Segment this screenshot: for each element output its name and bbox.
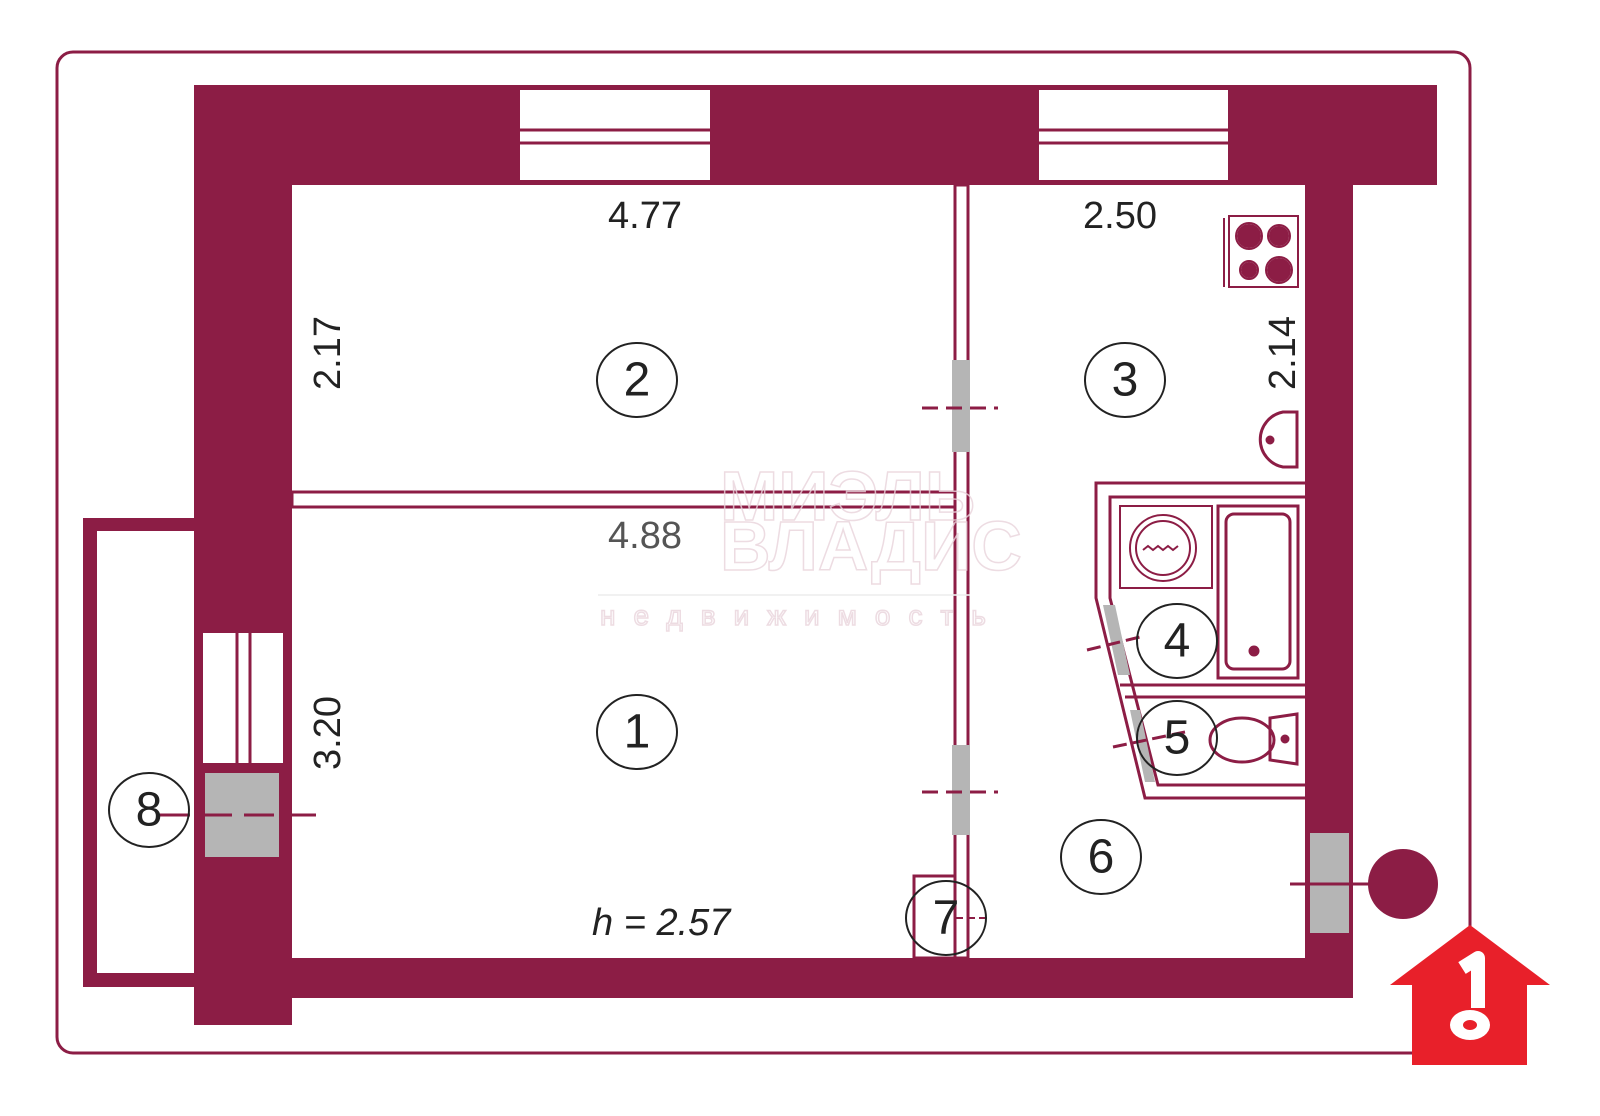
- watermark-logo: МИЭЛЬ ВЛАДИС недвижимость: [598, 456, 1023, 632]
- dim-room2-width: 4.77: [608, 195, 682, 237]
- ceiling-height: h = 2.57: [592, 902, 732, 944]
- window-room2: [520, 90, 710, 180]
- plot-boundary: [55, 50, 1472, 1055]
- room-number-8: 8: [136, 784, 163, 837]
- entrance-marker: [1368, 849, 1438, 919]
- kitchen-sink: [1258, 410, 1299, 469]
- watermark-line1: МИЭЛЬ: [720, 457, 975, 535]
- dim-room1-depth: 3.20: [307, 696, 349, 770]
- door-1: [952, 745, 970, 835]
- washing-machine: [1119, 505, 1213, 589]
- bathroom-block: [1086, 481, 1305, 800]
- room-number-6: 6: [1088, 831, 1115, 884]
- watermark-line2: ВЛАДИС: [720, 507, 1022, 585]
- dim-room3-width: 2.50: [1083, 195, 1157, 237]
- toilet: [1208, 712, 1299, 766]
- brand-logo-icon: [1390, 925, 1550, 1065]
- room-number-2: 2: [624, 354, 651, 407]
- room-number-5: 5: [1164, 712, 1191, 765]
- room-number-3: 3: [1112, 354, 1139, 407]
- dim-room2-depth: 2.17: [307, 316, 349, 390]
- doors: [160, 360, 1438, 960]
- window-room1: [203, 633, 283, 763]
- door-2: [952, 360, 970, 452]
- dim-room3-depth: 2.14: [1262, 316, 1304, 390]
- balcony: [83, 518, 203, 987]
- room-number-1: 1: [624, 706, 651, 759]
- room-number-4: 4: [1164, 615, 1191, 668]
- room-number-7: 7: [933, 892, 960, 945]
- room-markers: [108, 342, 1218, 956]
- stove: [1223, 215, 1299, 288]
- watermark-line3: недвижимость: [600, 600, 1004, 631]
- bathtub: [1216, 504, 1300, 680]
- window-room3: [1039, 90, 1228, 180]
- dim-room1-width: 4.88: [608, 515, 682, 557]
